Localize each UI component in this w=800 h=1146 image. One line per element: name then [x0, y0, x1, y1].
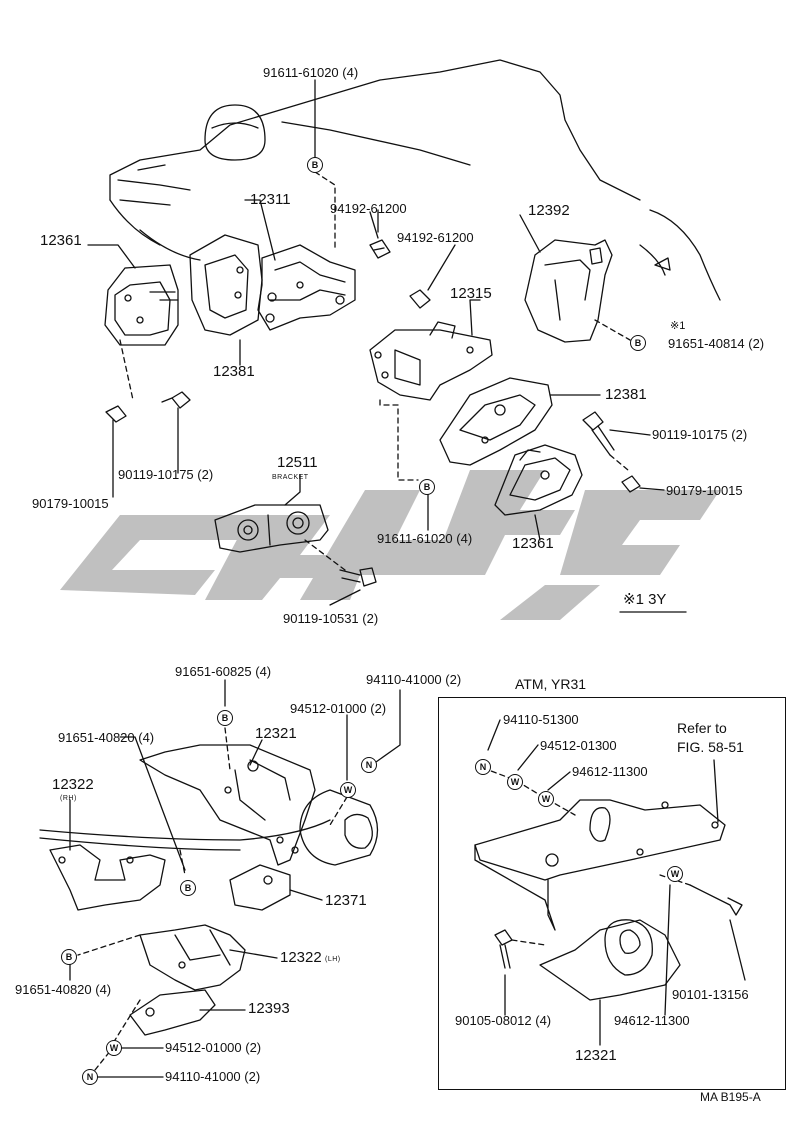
label-atm-title: ATM, YR31	[515, 676, 587, 692]
label-91651-40820-bottom: 91651-40820 (4)	[15, 982, 112, 997]
part-12311	[257, 244, 356, 331]
label-12381-right: 12381	[605, 386, 647, 403]
part-bolts-left	[105, 391, 191, 423]
part-atm-bracket	[474, 799, 726, 931]
marker-b: B	[630, 335, 646, 351]
label-12321-atm: 12321	[575, 1047, 617, 1064]
marker-b: B	[217, 710, 233, 726]
label-12322-lh: 12322	[280, 949, 322, 966]
label-12322-rh: 12322	[52, 776, 94, 793]
part-12361-right	[494, 444, 583, 516]
engine-outline	[39, 59, 721, 851]
part-12392	[524, 239, 613, 343]
part-12315	[369, 321, 493, 401]
label-90101-13156: 90101-13156	[672, 987, 749, 1002]
part-94192-bolt	[369, 239, 431, 309]
marker-w: W	[106, 1040, 122, 1056]
part-12321-atm	[539, 919, 681, 1001]
part-12393	[129, 989, 216, 1036]
label-90119-10175-right: 90119-10175 (2)	[652, 427, 748, 442]
part-12322-lh	[139, 924, 246, 991]
label-90179-10015-right: 90179-10015	[666, 483, 743, 498]
label-94110-41000-bottom: 94110-41000 (2)	[165, 1069, 261, 1084]
label-drawing-code: MA B195-A	[700, 1090, 761, 1104]
label-94110-41000-top: 94110-41000 (2)	[366, 672, 462, 687]
label-91611-61020-top: 91611-61020 (4)	[263, 65, 359, 80]
label-12511: 12511	[277, 454, 318, 471]
label-91611-61020-mid: 91611-61020 (4)	[377, 531, 473, 546]
marker-b: B	[307, 157, 323, 173]
part-12381-left	[189, 234, 263, 336]
label-lh: (LH)	[325, 956, 341, 963]
part-12322-rh	[49, 844, 166, 911]
label-12321-main: 12321	[255, 725, 297, 742]
leader-lines-upper	[87, 79, 665, 606]
label-94612-11300-bottom: 94612-11300	[614, 1013, 690, 1028]
label-94192-61200-b: 94192-61200	[397, 230, 474, 245]
label-refer-to: Refer to	[677, 720, 727, 736]
label-note-3y: ※1 3Y	[623, 591, 667, 608]
label-12311: 12311	[250, 191, 291, 208]
marker-n: N	[82, 1069, 98, 1085]
label-90119-10531: 90119-10531 (2)	[283, 611, 379, 626]
dashed-leaders-atm	[482, 767, 691, 946]
label-94512-01000-bottom: 94512-01000 (2)	[165, 1040, 262, 1055]
label-91651-60825: 91651-60825 (4)	[175, 664, 272, 679]
label-fig-ref: FIG. 58-51	[677, 739, 744, 755]
marker-n: N	[475, 759, 491, 775]
label-note-star1: ※1	[670, 320, 686, 332]
label-90179-10015-left: 90179-10015	[32, 496, 109, 511]
part-12381-right	[439, 377, 553, 466]
label-94192-61200-a: 94192-61200	[330, 201, 407, 216]
part-12511	[214, 504, 329, 553]
label-12371: 12371	[325, 892, 367, 909]
atm-inset-box	[438, 697, 786, 1090]
label-12361-left: 12361	[40, 232, 82, 249]
label-94110-51300: 94110-51300	[503, 712, 579, 727]
part-bolts-right	[582, 411, 641, 493]
dashed-leaders-lower	[77, 727, 348, 1071]
label-12381-left: 12381	[213, 363, 255, 380]
marker-n: N	[361, 757, 377, 773]
part-12361-left	[104, 264, 179, 346]
label-12361-right: 12361	[512, 535, 554, 552]
part-90119-10531-bolt	[339, 567, 377, 587]
label-94512-01000-top: 94512-01000 (2)	[290, 701, 387, 716]
marker-w: W	[507, 774, 523, 790]
dashed-leaders-upper	[119, 171, 631, 571]
label-90105-08012: 90105-08012 (4)	[455, 1013, 552, 1028]
marker-w: W	[667, 866, 683, 882]
label-12315: 12315	[450, 285, 492, 302]
marker-b: B	[419, 479, 435, 495]
label-rh: (RH)	[60, 795, 77, 802]
leader-lines-atm	[487, 719, 746, 1046]
label-91651-40814: 91651-40814 (2)	[668, 336, 765, 351]
part-12321	[139, 744, 316, 866]
label-94612-11300-top: 94612-11300	[572, 764, 648, 779]
label-12392: 12392	[528, 202, 570, 219]
label-94512-01300: 94512-01300	[540, 738, 617, 753]
marker-b: B	[180, 880, 196, 896]
marker-w: W	[340, 782, 356, 798]
leader-lines-lower	[69, 679, 401, 1078]
label-12393: 12393	[248, 1000, 290, 1017]
label-91651-40820-top: 91651-40820 (4)	[58, 730, 155, 745]
marker-b: B	[61, 949, 77, 965]
label-bracket: BRACKET	[272, 474, 309, 481]
marker-w: W	[538, 791, 554, 807]
label-90119-10175-left: 90119-10175 (2)	[118, 467, 214, 482]
part-12371	[229, 789, 379, 911]
